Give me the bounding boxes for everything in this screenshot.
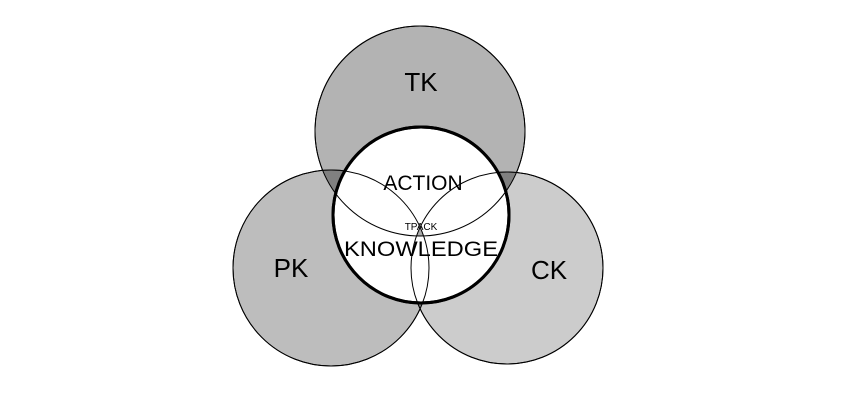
action-label: ACTION: [383, 172, 462, 195]
pk-label: PK: [274, 253, 309, 283]
tk-label: TK: [404, 67, 438, 97]
ck-label: CK: [531, 255, 568, 285]
tk-outline: [314, 25, 526, 237]
tpack-label: TPACK: [405, 222, 438, 233]
center-border: [331, 125, 511, 305]
knowledge-label: KNOWLEDGE: [344, 238, 498, 261]
pk-outline: [232, 169, 430, 367]
ck-outline: [410, 171, 604, 365]
